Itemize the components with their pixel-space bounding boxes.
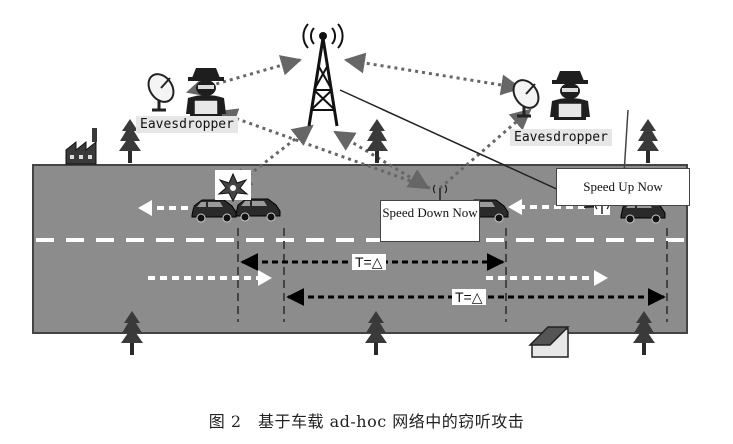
eavesdropper-label-right: Eavesdropper [510,129,612,146]
factory-icon [65,128,97,165]
time-reference-lines [237,228,668,322]
interval-label-2: T=△ [452,289,486,305]
hacker-icon [185,67,227,118]
speed-up-pointer [623,109,629,175]
satellite-dish-icon [141,67,181,112]
hacker-icon [549,70,591,121]
collision-icon [215,170,251,203]
speed-up-box: Speed Up Now [556,168,690,206]
figure-caption: 图 2 基于车载 ad-hoc 网络中的窃听攻击 [208,412,525,431]
satellite-dish-icon [506,73,546,118]
tree-icon [637,119,659,163]
tree-icon [366,119,388,163]
eavesdropper-label-left: Eavesdropper [136,116,238,133]
speed-down-box: Speed Down Now [380,200,480,242]
interval-label-1: T=△ [352,254,386,270]
tower-icon [302,23,344,127]
command-link [339,89,598,208]
arrow-heads [138,199,608,286]
house-icon [528,326,570,358]
direction-arrows [148,205,596,280]
